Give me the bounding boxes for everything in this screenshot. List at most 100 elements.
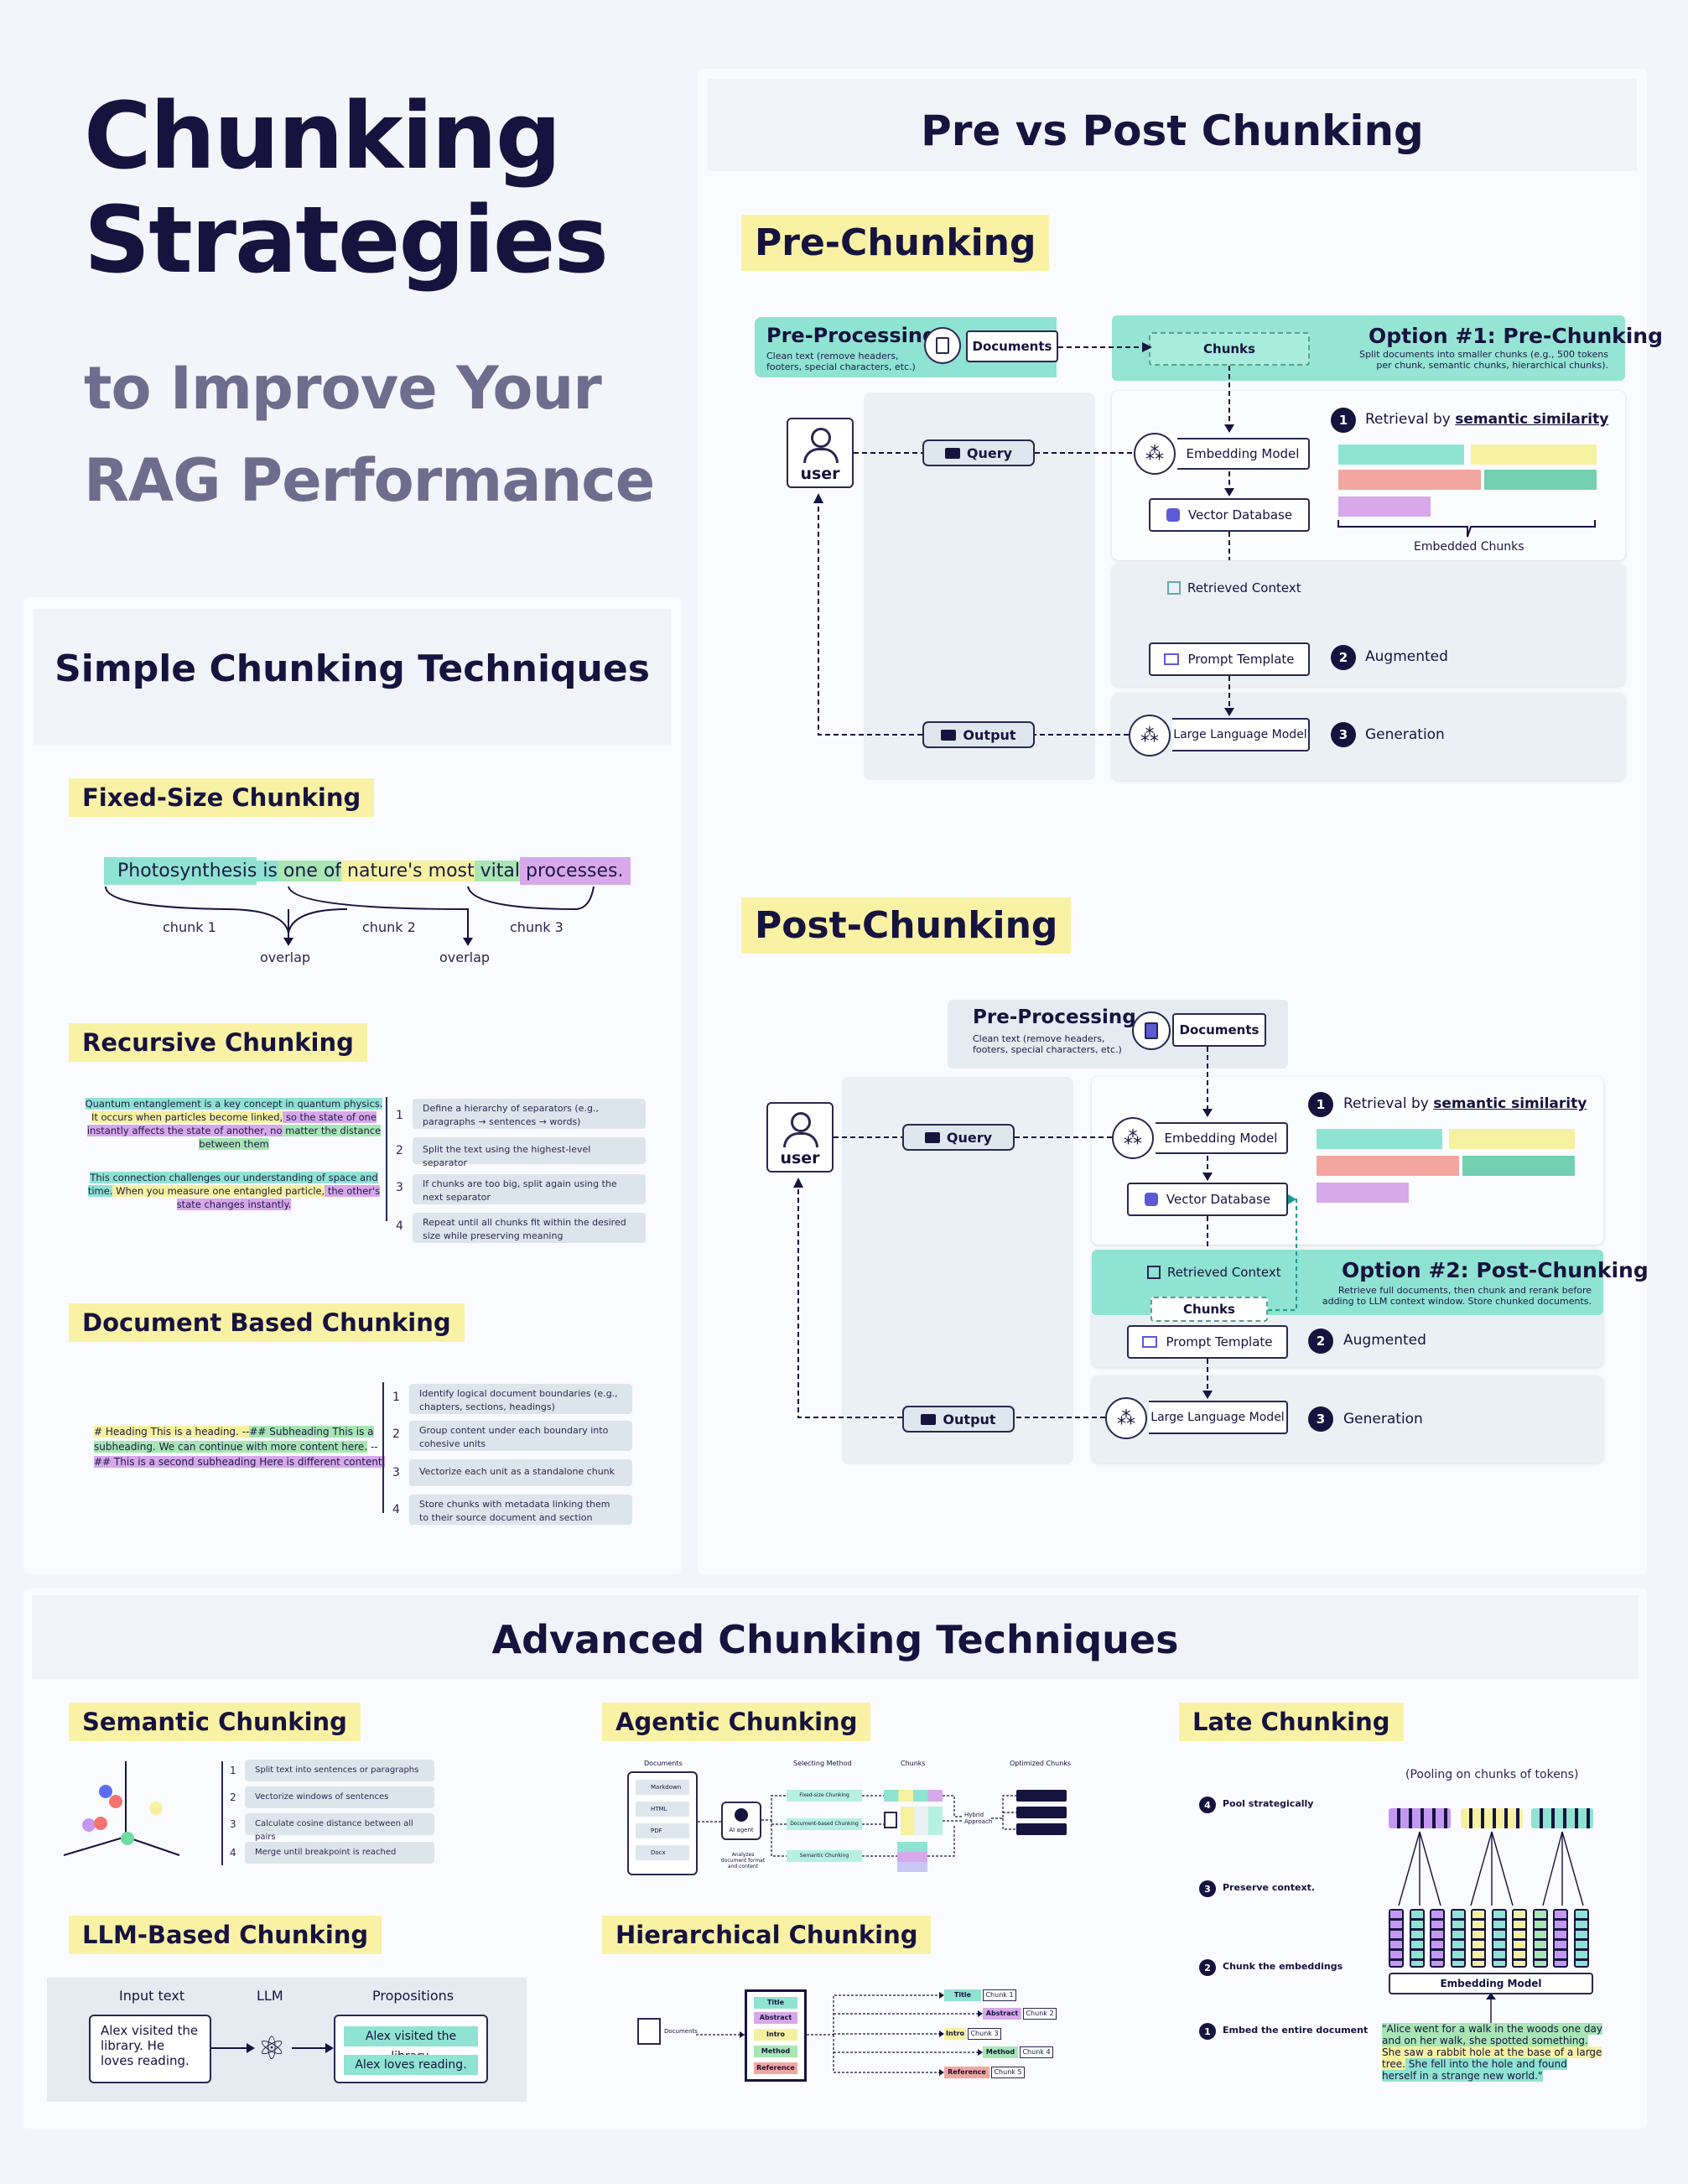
post-augmented: Augmented xyxy=(1343,1332,1426,1349)
post-chunks-box: Chunks xyxy=(1150,1297,1268,1322)
post-emb-bar-3 xyxy=(1317,1156,1459,1176)
agentic-opt-2 xyxy=(1016,1807,1067,1818)
agentic-col-chunks: Chunks xyxy=(901,1760,926,1767)
subtitle-line2: RAG Performance xyxy=(84,446,655,515)
post-chunking-label: Post-Chunking xyxy=(741,897,1072,954)
hier-chunk-5: Chunk 5 xyxy=(991,2067,1025,2078)
agentic-opt-3 xyxy=(1016,1823,1067,1835)
semantic-step-2: Vectorize windows of sentences xyxy=(245,1786,434,1808)
pre-chunks-text: Chunks xyxy=(1203,341,1255,356)
pre-embedding-box: Embedding Model xyxy=(1177,438,1310,470)
doc-s4: ## This is a second subheading Here is d… xyxy=(94,1456,386,1468)
pre-augmented: Augmented xyxy=(1365,648,1448,665)
pre-output-pill: Output xyxy=(922,721,1035,748)
pre-user-icon xyxy=(811,428,831,448)
pre-context-icon xyxy=(1167,581,1181,595)
recursive-para1: Quantum entanglement is a key concept in… xyxy=(84,1097,384,1151)
hier-part-reference: Reference xyxy=(754,2062,797,2074)
late-pooled-3 xyxy=(1531,1808,1593,1828)
late-text-s3: She fell into the hole and found herself… xyxy=(1382,2058,1567,2082)
post-vectordb-icon xyxy=(1144,1193,1158,1206)
rp2-s2: When you measure one entangled particle, xyxy=(112,1185,325,1197)
late-token-column xyxy=(1471,1909,1486,1968)
word-is: is xyxy=(257,861,278,881)
advanced-heading: Advanced Chunking Techniques xyxy=(491,1617,1179,1662)
pre-preproc-desc: Clean text (remove headers, footers, spe… xyxy=(766,351,916,372)
agentic-docs-box: Markdown HTML PDF Docx xyxy=(627,1771,698,1875)
pre-vectordb-icon xyxy=(1166,508,1180,522)
hierarchical-label: Hierarchical Chunking xyxy=(602,1916,932,1954)
llm-props-box: Alex visited the library. Alex loves rea… xyxy=(334,2015,488,2083)
doc-num-2: 2 xyxy=(392,1427,400,1441)
prop-2: Alex loves reading. xyxy=(344,2055,478,2075)
post-prompt-box: Prompt Template xyxy=(1127,1325,1288,1359)
pre-step2-circle: 2 xyxy=(1331,645,1356,670)
agentic-method-1: Fixed-size Chunking xyxy=(787,1790,862,1802)
doc-step-4: Store chunks with metadata linking them … xyxy=(409,1495,632,1525)
pre-generation: Generation xyxy=(1365,726,1445,743)
post-emb-bar-2 xyxy=(1449,1129,1575,1149)
title-line1: Chunking xyxy=(84,82,562,190)
llm-col-llm: LLM xyxy=(257,1988,283,2004)
llm-input-box: Alex visited the library. He loves readi… xyxy=(89,2015,211,2083)
post-step1-circle: 1 xyxy=(1308,1092,1333,1117)
doc-num-4: 4 xyxy=(392,1503,400,1516)
late-step3: Preserve context. xyxy=(1223,1882,1315,1893)
late-step4: Pool strategically xyxy=(1223,1798,1314,1809)
hier-chunk-4: Chunk 4 xyxy=(1020,2046,1053,2058)
rec-num-2: 2 xyxy=(396,1144,403,1157)
agentic-chunks-1 xyxy=(884,1790,943,1802)
pre-output-icon xyxy=(941,729,957,741)
hier-chunk-method: Method xyxy=(983,2046,1018,2058)
rec-step-1: Define a hierarchy of separators (e.g., … xyxy=(413,1099,646,1129)
overlap-label-1: overlap xyxy=(260,949,311,965)
agentic-method-2: Document-based Chunking xyxy=(787,1818,862,1830)
late-token-column xyxy=(1573,1909,1589,1968)
pre-embedded-chunks: Embedded Chunks xyxy=(1414,540,1524,554)
rp1-s2: It occurs when particles become linked, xyxy=(91,1111,283,1123)
late-token-column xyxy=(1450,1909,1466,1968)
semantic-step-4: Merge until breakpoint is reached xyxy=(245,1842,434,1864)
pre-emb-bar-3 xyxy=(1338,470,1481,490)
doc-num-1: 1 xyxy=(392,1391,400,1404)
post-user-icon xyxy=(791,1112,811,1132)
agentic-doc-pdf: PDF xyxy=(636,1823,689,1838)
late-token-column xyxy=(1553,1909,1568,1968)
pre-vectordb-box: Vector Database xyxy=(1149,498,1310,532)
simple-chunking-card: Simple Chunking Techniques Fixed-Size Ch… xyxy=(23,597,681,1574)
late-step4-circle: 4 xyxy=(1199,1797,1216,1813)
prepost-header-band xyxy=(708,79,1637,171)
late-token-column xyxy=(1430,1909,1445,1968)
hier-chunk-3: Chunk 3 xyxy=(968,2028,1001,2040)
semantic-divider xyxy=(221,1761,223,1865)
post-option-title: Option #2: Post-Chunking xyxy=(1342,1258,1649,1282)
post-retrieval-label: Retrieval by semantic similarity xyxy=(1343,1095,1587,1112)
rec-num-3: 3 xyxy=(396,1181,403,1194)
recursive-divider xyxy=(386,1097,387,1221)
agentic-hybrid: Hybrid Approach xyxy=(964,1812,993,1825)
hier-part-abstract: Abstract xyxy=(754,2012,797,2024)
rp1-s3: so the xyxy=(283,1111,316,1123)
late-text: "Alice went for a walk in the woods one … xyxy=(1382,2023,1603,2082)
late-token-column xyxy=(1409,1909,1425,1968)
pre-emb-bar-4 xyxy=(1484,470,1597,490)
simple-heading: Simple Chunking Techniques xyxy=(55,647,650,690)
agentic-agent-desc: Analyzes document format and content xyxy=(720,1852,766,1869)
late-embedding-box: Embedding Model xyxy=(1389,1973,1593,1994)
late-token-column xyxy=(1512,1909,1527,1968)
pre-step3-circle: 3 xyxy=(1331,722,1356,747)
late-step2-circle: 2 xyxy=(1199,1959,1216,1976)
neural-net-icon: ⚛ xyxy=(257,2030,287,2067)
rp1-s1: Quantum entanglement is a key concept in… xyxy=(85,1098,383,1110)
prop-1: Alex visited the library. xyxy=(344,2026,478,2063)
hier-chunk-1: Chunk 1 xyxy=(983,1989,1016,2001)
doc-s3: -- xyxy=(367,1441,378,1453)
chunk1-label: chunk 1 xyxy=(163,919,216,935)
post-embedding-box: Embedding Model xyxy=(1156,1122,1288,1154)
pre-llm-icon: ⁂ xyxy=(1129,715,1171,757)
